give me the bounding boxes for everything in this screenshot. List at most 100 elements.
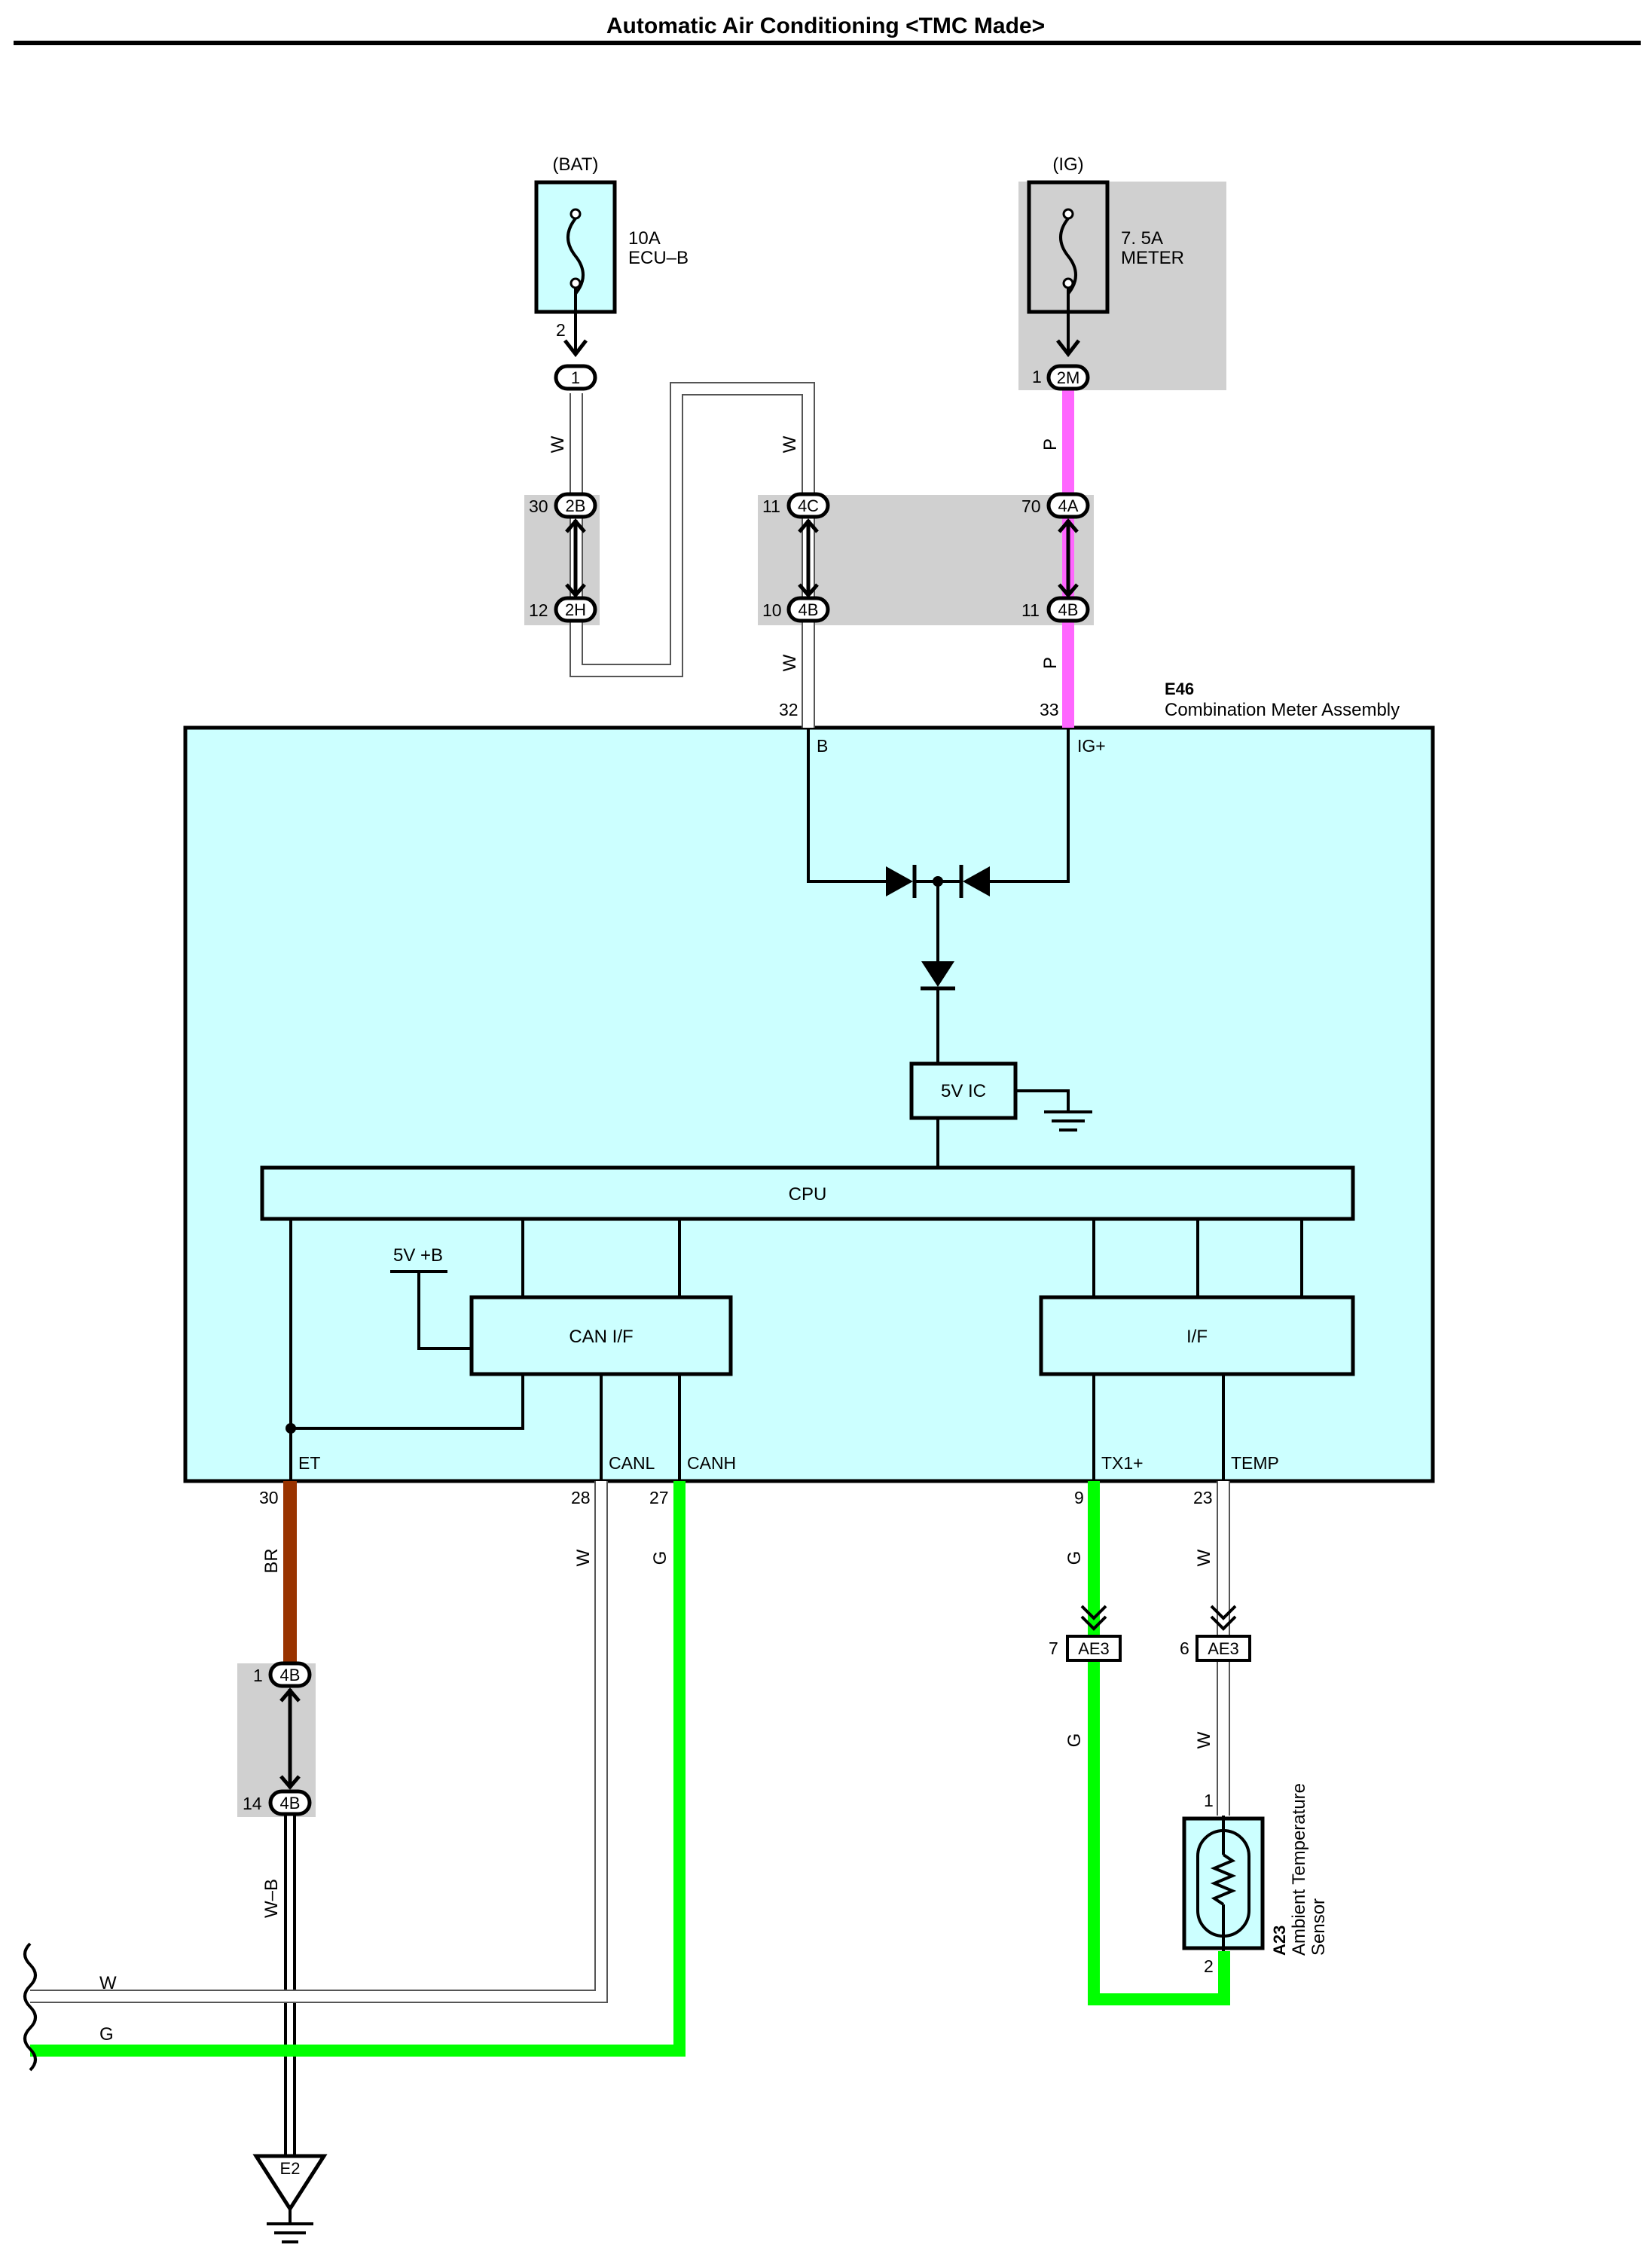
- wire-color-label: G: [1064, 1551, 1085, 1565]
- diode-icon: [959, 865, 990, 898]
- wire-color-label: W: [573, 1549, 594, 1566]
- connector-4b-et-top: 1 4B: [253, 1661, 312, 1688]
- pin-number: 33: [1040, 700, 1059, 719]
- svg-text:4B: 4B: [280, 1666, 301, 1684]
- wire-w-bat-route-core: [571, 383, 814, 728]
- pin-name: B: [817, 736, 828, 756]
- component-code: E46: [1165, 680, 1194, 698]
- svg-text:6: 6: [1180, 1638, 1189, 1658]
- connector-ae3-temp: 6 AE3: [1180, 1605, 1251, 1662]
- wire-color-label: BR: [261, 1548, 282, 1573]
- svg-text:4A: 4A: [1058, 496, 1079, 515]
- wire-g-tx1: [1088, 1481, 1230, 2005]
- svg-text:4C: 4C: [798, 496, 819, 515]
- svg-text:30: 30: [529, 496, 548, 516]
- wire-color-label: G: [1064, 1733, 1085, 1748]
- svg-text:AE3: AE3: [1078, 1639, 1110, 1658]
- pin-number: 23: [1193, 1488, 1213, 1507]
- wire-color-label: W: [780, 654, 800, 671]
- wire-color-label: W: [99, 1973, 117, 1993]
- wire-break-mark: [23, 1942, 37, 2072]
- connector-4c: 11 4C: [762, 492, 830, 519]
- svg-text:4B: 4B: [280, 1794, 301, 1813]
- svg-text:11: 11: [1021, 600, 1040, 620]
- svg-text:1: 1: [253, 1666, 263, 1685]
- svg-text:AE3: AE3: [1208, 1639, 1239, 1658]
- svg-text:1: 1: [571, 368, 580, 387]
- sensor-pin-label: 1: [1204, 1791, 1214, 1810]
- pin-name: TEMP: [1231, 1453, 1279, 1473]
- svg-text:CAN I/F: CAN I/F: [569, 1327, 633, 1347]
- wire-color-label: W: [1194, 1549, 1214, 1566]
- pin-name: CANL: [609, 1453, 655, 1473]
- svg-text:2M: 2M: [1057, 368, 1080, 387]
- junction-arrows: [279, 518, 1079, 1790]
- pin-name: ET: [298, 1453, 320, 1473]
- diode-icon: [921, 961, 955, 991]
- ig-source-label: (IG): [1052, 154, 1083, 175]
- svg-text:2H: 2H: [565, 600, 586, 619]
- pin-number: 30: [259, 1488, 279, 1507]
- bat-source-label: (BAT): [553, 154, 599, 175]
- pin-name: CANH: [687, 1453, 736, 1473]
- sensor-code: A23: [1270, 1926, 1289, 1956]
- pin-name: IG+: [1077, 736, 1106, 756]
- connector-4b-ig: 11 4B: [1021, 596, 1090, 623]
- wire-color-label: G: [99, 2024, 114, 2045]
- svg-text:7: 7: [1049, 1638, 1058, 1658]
- pin-number: 28: [571, 1488, 591, 1507]
- connector-1: 1: [554, 364, 597, 391]
- pin-number: 32: [779, 700, 799, 719]
- wire-color-label: G: [650, 1551, 670, 1565]
- sensor-name: Sensor: [1308, 1898, 1329, 1956]
- connector-4b-upper: 10 4B: [762, 596, 830, 623]
- sensor-name: Ambient Temperature: [1289, 1783, 1309, 1956]
- junction-dot: [286, 1423, 296, 1434]
- fuse-rating-label: 10A: [628, 228, 661, 249]
- fuse-name-label: METER: [1121, 248, 1184, 268]
- pin-number: 9: [1074, 1488, 1084, 1507]
- wire-color-label: W–B: [261, 1879, 282, 1918]
- svg-text:2B: 2B: [566, 496, 586, 515]
- svg-text:14: 14: [243, 1794, 262, 1813]
- wire-color-label: P: [1040, 438, 1061, 450]
- svg-text:70: 70: [1021, 496, 1041, 516]
- pin-name: TX1+: [1101, 1453, 1144, 1473]
- connector-4a: 70 4A: [1021, 492, 1090, 519]
- svg-text:10: 10: [762, 600, 782, 620]
- pin-number: 27: [649, 1488, 669, 1507]
- wire-w-canl-core: [30, 1481, 606, 2002]
- svg-text:12: 12: [529, 600, 548, 620]
- fuse-icon: [1059, 217, 1077, 295]
- connector-4b-et-bottom: 14 4B: [243, 1789, 312, 1816]
- svg-text:4B: 4B: [799, 600, 819, 619]
- ambient-temperature-sensor: [1182, 1816, 1265, 1951]
- connector-2b: 30 2B: [529, 492, 597, 519]
- svg-text:4B: 4B: [1058, 600, 1079, 619]
- wire-g-canh: [30, 1481, 686, 2057]
- diode-icon: [886, 865, 917, 898]
- ic-5v: 5V IC: [909, 1061, 1018, 1120]
- supply-label: 5V +B: [393, 1245, 443, 1266]
- cpu-block: CPU: [260, 1165, 1355, 1221]
- fuse-rating-label: 7. 5A: [1121, 228, 1163, 249]
- wire-color-label: P: [1040, 657, 1061, 669]
- title-rule: [14, 41, 1641, 45]
- wire-color-label: W: [548, 435, 568, 453]
- can-interface-block: CAN I/F: [469, 1295, 733, 1376]
- fuse-icon: [566, 217, 585, 295]
- component-name: Combination Meter Assembly: [1165, 700, 1400, 720]
- fuse-pin-label: 2: [556, 320, 566, 340]
- svg-text:11: 11: [762, 496, 780, 516]
- svg-text:E2: E2: [280, 2159, 301, 2178]
- svg-text:5V IC: 5V IC: [941, 1081, 986, 1101]
- svg-text:I/F: I/F: [1186, 1327, 1208, 1347]
- fuse-pin-label: 1: [1032, 367, 1042, 386]
- ground-e2: E2: [252, 2154, 328, 2243]
- sensor-pin-label: 2: [1204, 1956, 1214, 1976]
- fuse-name-label: ECU–B: [628, 248, 689, 268]
- page-title: Automatic Air Conditioning <TMC Made>: [606, 14, 1045, 38]
- svg-text:CPU: CPU: [789, 1184, 827, 1205]
- wire-color-label: W: [1194, 1731, 1214, 1748]
